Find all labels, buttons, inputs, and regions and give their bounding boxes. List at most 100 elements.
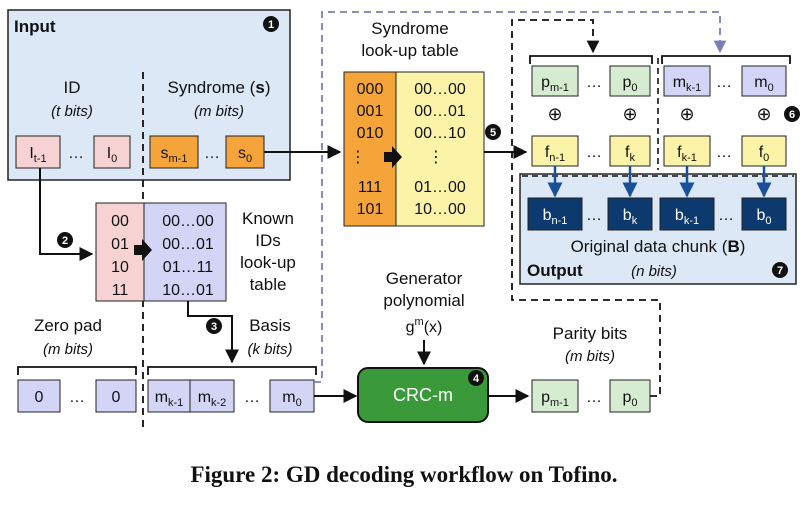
syn-val-2: 00…10 [414, 125, 466, 142]
output-panel: bn-1 … bk bk-1 … b0 Original data chunk … [519, 166, 797, 285]
b-cell-0-text: bn-1 [543, 207, 568, 227]
zero-pad-cell-1 [95, 379, 137, 413]
id-label: ID [64, 78, 81, 97]
syndrome-table-title-1: look-up table [361, 41, 458, 60]
step-7-label: 7 [777, 265, 783, 277]
known-val-2: 01…11 [163, 259, 214, 276]
basis-brace [147, 366, 317, 375]
known-key-0: 00 [111, 213, 129, 230]
xor-p-cell-msb-text: pm-1 [541, 74, 569, 94]
syndrome-cell-lsb-text: s0 [238, 145, 252, 165]
parity-cell-lsb [609, 379, 651, 413]
b-cell-0 [527, 197, 583, 231]
known-key-3: 11 [112, 282, 129, 299]
basis-cell-0 [147, 379, 191, 413]
f-cell-3-text: f0 [759, 144, 770, 164]
syn-key-4: 111 [358, 179, 382, 196]
step-1-badge [263, 16, 279, 32]
step-5-label: 5 [490, 127, 496, 139]
f-ellipsis-2: … [716, 144, 732, 161]
b-cell-2 [659, 197, 715, 231]
gd-decoding-workflow-diagram: Input 1 ID (t bits) Syndrome (s) (m bits… [7, 9, 800, 428]
generator-polynomial: gm(x) [406, 316, 443, 336]
id-cell-msb [15, 135, 61, 169]
syn-val-5: 10…00 [414, 201, 466, 218]
basis-label: Basis [249, 316, 291, 335]
zero-pad-cell-0 [17, 379, 61, 413]
syn-val-4: 01…00 [414, 179, 466, 196]
f-cell-1 [609, 135, 651, 167]
zero-pad-cell-0-text: 0 [35, 389, 44, 406]
syn-key-2: 010 [357, 125, 384, 142]
parity-cell-msb-text: pm-1 [541, 389, 569, 409]
b-cell-2-text: bk-1 [675, 207, 699, 227]
arrow-known-table-to-basis [187, 301, 239, 364]
xor-m-cell-lsb [741, 65, 787, 97]
f-cell-3 [741, 135, 787, 167]
syn-val-0: 00…00 [414, 81, 466, 98]
xor-p-ellipsis: … [586, 74, 602, 91]
basis-bits: (k bits) [248, 341, 293, 358]
b-cell-3-text: b0 [756, 207, 771, 227]
parity-cell-msb [531, 379, 579, 413]
known-table-title-1: IDs [255, 231, 281, 250]
known-key-2: 10 [111, 259, 129, 276]
p-group-brace [529, 55, 653, 64]
basis-ellipsis: … [244, 389, 260, 406]
f-ellipsis: … [586, 144, 602, 161]
parity-cell-lsb-text: p0 [622, 389, 637, 409]
b-ellipsis: … [586, 207, 602, 224]
basis-cell-2 [269, 379, 315, 413]
id-cell-lsb-text: I0 [107, 145, 118, 165]
known-table-title-2: look-up [240, 253, 296, 272]
basis-cell-1-text: mk-2 [198, 389, 227, 409]
step-4-label: 4 [473, 373, 480, 385]
output-title: Output [527, 261, 583, 280]
b-cell-1-text: bk [623, 207, 638, 227]
step-5-badge [485, 124, 501, 140]
zero-pad-cell-1-text: 0 [112, 389, 121, 406]
xor-m-ellipsis: … [716, 74, 732, 91]
b-cell-1 [607, 197, 653, 231]
b-ellipsis-2: … [718, 207, 734, 224]
step-6-label: 6 [789, 109, 795, 121]
input-panel: Input 1 ID (t bits) Syndrome (s) (m bits… [7, 9, 291, 181]
f-cell-2-text: fk-1 [677, 144, 697, 164]
f-cell-0-text: fn-1 [545, 144, 565, 164]
xor-symbol-2: ⊕ [679, 104, 694, 124]
syn-key-1: 001 [357, 103, 384, 120]
xor-symbol-3: ⊕ [756, 104, 771, 124]
step-1-label: 1 [268, 19, 274, 31]
known-val-0: 00…00 [162, 213, 214, 230]
syndrome-cell-msb-text: sm-1 [161, 145, 188, 165]
xor-p-cell-lsb-text: p0 [622, 74, 637, 94]
b-cell-3 [741, 197, 787, 231]
id-ellipsis: … [68, 145, 84, 162]
m-group-brace [661, 55, 791, 64]
syndrome-lookup-table: 000 001 010 ⋮ 111 101 00…00 00…01 00…10 … [343, 71, 485, 227]
xor-m-cell-lsb-text: m0 [754, 74, 773, 94]
parity-ellipsis: … [586, 389, 602, 406]
xor-symbol-1: ⊕ [622, 104, 637, 124]
known-table-title-0: Known [242, 209, 294, 228]
zero-pad-label: Zero pad [34, 316, 102, 335]
xor-p-cell-lsb [609, 65, 651, 97]
generator-title-1: polynomial [383, 291, 464, 310]
known-table-title-3: table [250, 275, 287, 294]
syn-key-0: 000 [357, 81, 384, 98]
step-3-label: 3 [211, 321, 217, 333]
zero-pad-bits: (m bits) [43, 341, 93, 358]
f-cell-1-text: fk [625, 144, 635, 164]
xor-p-cell-msb [531, 65, 579, 97]
input-title: Input [14, 17, 56, 36]
arrow-id-to-known-table [39, 168, 94, 261]
output-bits: (n bits) [631, 263, 677, 280]
syndrome-table-title-0: Syndrome [371, 19, 448, 38]
dashed-parity-to-p-cells [511, 19, 661, 397]
known-ids-table: 00 01 10 11 00…00 00…01 01…11 10…01 [95, 202, 227, 302]
syndrome-cell-msb [149, 135, 199, 169]
xor-symbol-0: ⊕ [547, 104, 562, 124]
step-7-badge [772, 262, 788, 278]
crc-label: CRC-m [393, 385, 453, 405]
step-3-badge [206, 318, 222, 334]
